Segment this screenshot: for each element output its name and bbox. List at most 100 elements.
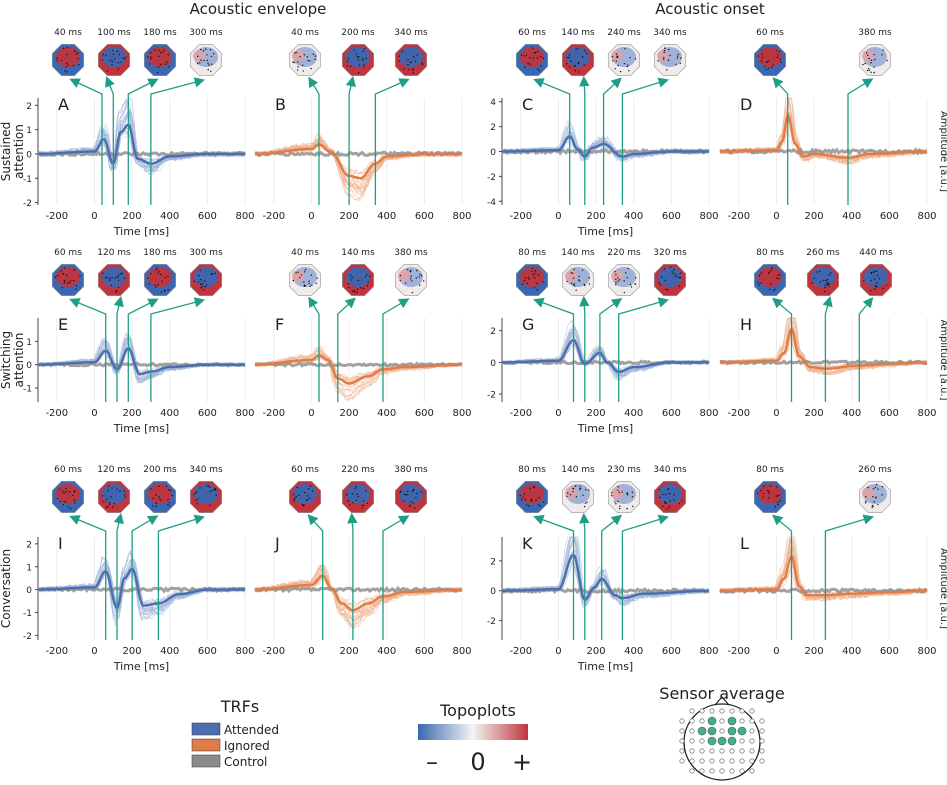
y-tick-label: 0 <box>26 150 32 160</box>
topoplot <box>515 43 549 77</box>
topo-electrode <box>760 272 762 274</box>
topo-electrode <box>399 274 402 277</box>
topo-electrode <box>865 495 867 498</box>
topo-electrode <box>298 494 300 497</box>
peak-time-label: 180 ms <box>143 28 177 38</box>
topo-electrode <box>575 48 577 51</box>
topo-electrode <box>877 274 879 277</box>
sensor-selected <box>707 716 717 726</box>
topo-electrode <box>352 501 354 504</box>
topo-electrode <box>66 53 68 56</box>
sensor <box>689 758 695 764</box>
topo-electrode <box>214 489 216 491</box>
y-tick-label: 0 <box>490 148 496 158</box>
topo-electrode <box>347 283 349 285</box>
topo-electrode <box>65 62 68 65</box>
topo-electrode <box>200 48 202 51</box>
y-tick-label: -1 <box>23 609 32 619</box>
topo-electrode <box>202 289 205 291</box>
topo-electrode <box>362 500 365 503</box>
topo-electrode <box>525 54 528 56</box>
topo-electrode <box>56 60 58 62</box>
topo-electrode <box>573 268 575 270</box>
topoplot <box>607 43 641 77</box>
topo-electrode <box>146 56 149 58</box>
topo-electrode <box>526 504 528 506</box>
trace-individual <box>254 345 463 401</box>
topo-center-blob <box>864 267 888 287</box>
legend-label-attended: Attended <box>224 723 279 737</box>
topo-electrode <box>109 59 111 61</box>
peak-arrow <box>307 514 324 640</box>
topo-center-blob <box>194 267 218 287</box>
topo-electrode <box>362 59 364 61</box>
topo-electrode <box>420 274 423 277</box>
topo-electrode <box>400 490 402 492</box>
topo-electrode <box>767 67 770 70</box>
topo-electrode <box>531 500 533 502</box>
peak-arrow <box>127 298 159 402</box>
topo-electrode <box>113 502 115 505</box>
sensor <box>689 768 695 774</box>
topo-electrode <box>528 505 530 507</box>
topo-electrode <box>398 60 400 62</box>
topo-electrode <box>303 271 306 273</box>
topo-electrode <box>669 54 671 57</box>
legend-label-ignored: Ignored <box>224 739 270 753</box>
topo-electrode <box>123 57 126 60</box>
topo-electrode <box>875 496 877 498</box>
topoplot <box>97 480 131 514</box>
topo-electrode <box>108 502 111 504</box>
topo-electrode <box>75 53 78 55</box>
topo-electrode <box>103 500 105 503</box>
topo-electrode <box>882 287 884 289</box>
peak-arrow <box>347 512 358 640</box>
topo-electrode <box>627 64 629 66</box>
topo-electrode <box>65 66 67 68</box>
topo-electrode <box>768 492 770 495</box>
topo-electrode <box>574 285 576 287</box>
topoplot <box>51 263 85 297</box>
topo-electrode <box>872 496 874 498</box>
topo-electrode <box>881 494 883 496</box>
topo-electrode <box>523 493 526 495</box>
peak-arrow <box>602 77 622 205</box>
topo-electrode <box>881 486 884 488</box>
topo-electrode <box>826 283 828 286</box>
y-tick-label: 1 <box>26 563 32 573</box>
y-tick-label: -2 <box>487 391 496 401</box>
topo-electrode <box>349 504 351 506</box>
x-tick-label: -200 <box>509 646 532 657</box>
topo-electrode <box>618 279 621 281</box>
peak-time-label: 300 ms <box>189 28 223 38</box>
topo-electrode <box>872 487 875 490</box>
peak-arrow <box>601 514 623 640</box>
panel-letter: H <box>740 315 752 334</box>
x-tick-label: 600 <box>198 211 217 222</box>
topo-electrode <box>354 291 356 293</box>
topo-electrode <box>68 281 70 284</box>
topo-electrode <box>764 65 766 68</box>
trace-individual <box>254 351 463 392</box>
peak-arrow <box>579 512 590 640</box>
topo-electrode <box>581 269 584 271</box>
topo-electrode <box>311 284 313 286</box>
topo-electrode <box>67 506 69 508</box>
topo-electrode <box>359 287 362 289</box>
topo-electrode <box>111 487 113 489</box>
topo-electrode <box>863 280 865 282</box>
x-tick-label: 400 <box>377 408 396 419</box>
topo-electrode <box>828 285 830 287</box>
topo-electrode <box>363 66 365 68</box>
topo-electrode <box>611 494 613 497</box>
topo-electrode <box>813 277 815 280</box>
topo-electrode <box>315 282 317 285</box>
topo-electrode <box>527 276 529 278</box>
topoplot <box>143 480 177 514</box>
topo-electrode <box>874 270 876 273</box>
sensor <box>699 708 705 714</box>
y-axis-label-right: Amplitude [a.u.] <box>938 111 947 192</box>
topo-electrode <box>306 495 309 497</box>
